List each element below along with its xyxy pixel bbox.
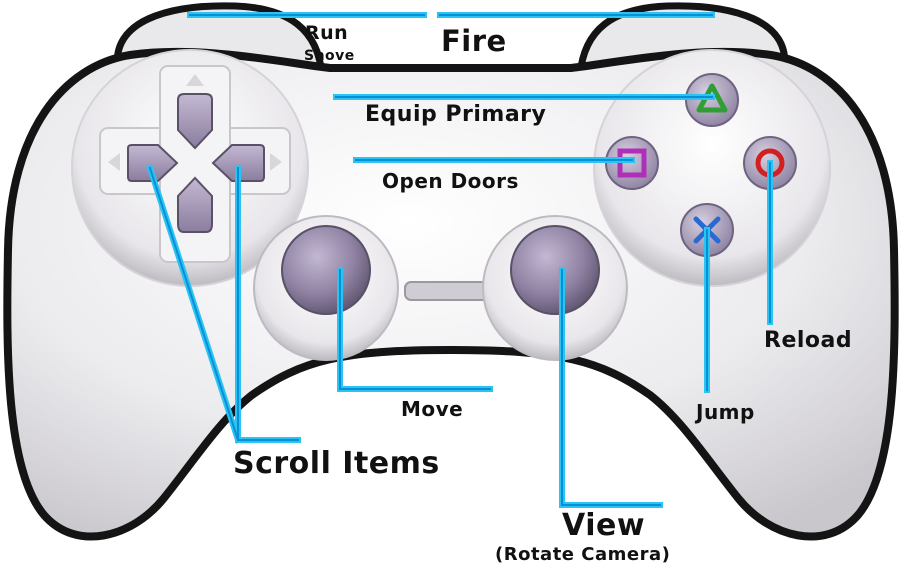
- label-shove: Shove: [304, 48, 355, 64]
- label-view-sub: (Rotate Camera): [495, 544, 671, 565]
- leader-lines: [146, 12, 773, 508]
- label-scroll-items: Scroll Items: [233, 446, 440, 481]
- label-run: Run: [305, 22, 349, 44]
- label-equip-primary: Equip Primary: [365, 102, 547, 127]
- label-reload: Reload: [764, 328, 853, 353]
- right-stick: [482, 215, 628, 361]
- label-view: View: [562, 508, 646, 543]
- left-stick: [253, 215, 399, 361]
- dpad: [99, 65, 291, 263]
- label-jump: Jump: [696, 400, 755, 424]
- label-move: Move: [401, 397, 464, 421]
- label-open-doors: Open Doors: [382, 169, 519, 193]
- label-fire: Fire: [441, 24, 507, 58]
